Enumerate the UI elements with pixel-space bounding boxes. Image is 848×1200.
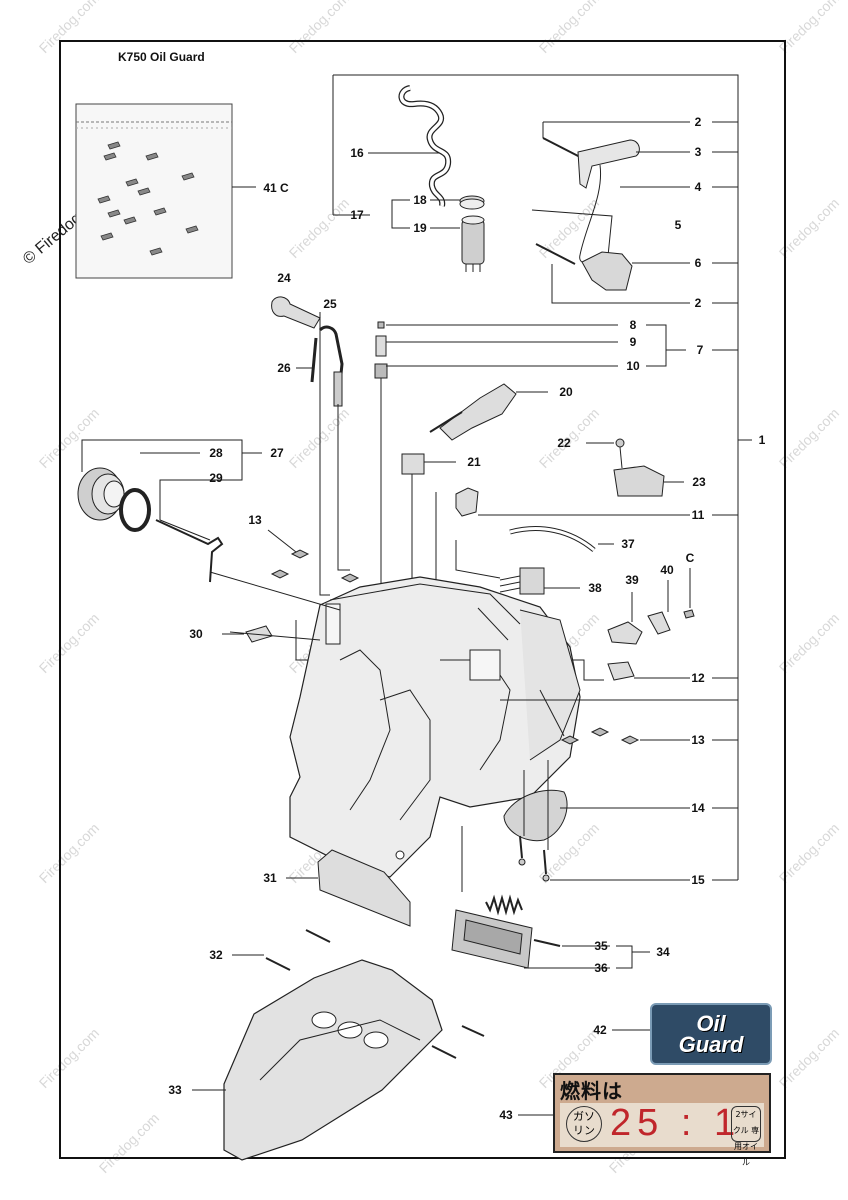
housing-part-1[interactable] xyxy=(289,576,581,878)
clip-part-12[interactable] xyxy=(607,661,635,681)
switch-part-20[interactable] xyxy=(429,383,517,441)
label-27: 27 xyxy=(270,446,284,460)
grommet-part-18[interactable] xyxy=(459,195,485,210)
label-39: 39 xyxy=(625,573,639,587)
decal-guard-text: Guard xyxy=(678,1032,744,1057)
label-38: 38 xyxy=(588,581,602,595)
oil-pump-part-28[interactable] xyxy=(77,467,125,521)
label-11: 11 xyxy=(691,508,705,522)
label-19: 19 xyxy=(413,221,427,235)
terminal-part-23[interactable] xyxy=(613,465,665,497)
label-20: 20 xyxy=(559,385,573,399)
label-10: 10 xyxy=(626,359,640,373)
label-28: 28 xyxy=(209,446,223,460)
label-40: 40 xyxy=(660,563,674,577)
label-1: 1 xyxy=(758,433,766,447)
spring-part-35[interactable] xyxy=(485,894,523,916)
fuel-decal-title: 燃料は xyxy=(560,1079,623,1103)
label-33: 33 xyxy=(168,1083,182,1097)
label-4: 4 xyxy=(694,180,702,194)
label-37: 37 xyxy=(621,537,635,551)
plug-part-8[interactable] xyxy=(377,321,385,329)
label-6: 6 xyxy=(694,256,702,270)
oil-hose-part-16[interactable] xyxy=(398,85,452,207)
oil-filter-part-19[interactable] xyxy=(461,215,485,272)
label-26: 26 xyxy=(277,361,291,375)
fuel-decal-gasoline: ガソ リン xyxy=(566,1106,602,1142)
label-c: C xyxy=(685,551,695,565)
label-12: 12 xyxy=(691,671,705,685)
fuel-decal-ratio: 25 : 1 xyxy=(610,1102,742,1144)
screw-part-32[interactable] xyxy=(265,929,485,1059)
clip-part-21[interactable] xyxy=(401,453,425,475)
bracket-part-40[interactable] xyxy=(647,611,671,635)
washer-part-13b[interactable] xyxy=(560,727,640,745)
label-5: 5 xyxy=(674,218,682,232)
label-23: 23 xyxy=(692,475,706,489)
pin-part-26[interactable] xyxy=(310,337,318,383)
label-35: 35 xyxy=(594,939,608,953)
rod-part-5[interactable] xyxy=(531,209,613,257)
label-32: 32 xyxy=(209,948,223,962)
label-2: 2 xyxy=(694,115,702,129)
label-14: 14 xyxy=(691,801,705,815)
label-2b: 2 xyxy=(694,296,702,310)
label-8: 8 xyxy=(629,318,637,332)
decal-oil-text: Oil xyxy=(696,1011,726,1036)
screw-part-22[interactable] xyxy=(615,438,625,469)
label-31: 31 xyxy=(263,871,277,885)
label-43: 43 xyxy=(499,1108,513,1122)
label-13: 13 xyxy=(248,513,262,527)
tube-part-25[interactable] xyxy=(318,325,344,407)
pin-part-2[interactable] xyxy=(542,137,583,159)
fitting-part-10[interactable] xyxy=(374,363,388,379)
label-36: 36 xyxy=(594,961,608,975)
label-16: 16 xyxy=(350,146,364,160)
trigger-part-6[interactable] xyxy=(581,251,633,291)
lever-part-3[interactable] xyxy=(577,139,640,189)
screw-bag-part-41[interactable] xyxy=(75,103,233,279)
oil-guard-decal-part-42[interactable]: Oil Guard xyxy=(650,1003,772,1065)
pad-part-14[interactable] xyxy=(503,789,568,842)
nozzle-part-29b[interactable] xyxy=(155,519,224,583)
o-ring-part-29[interactable] xyxy=(119,488,151,532)
bracket-part-39[interactable] xyxy=(607,621,643,645)
label-17: 17 xyxy=(350,208,364,222)
skid-plate-part-33[interactable] xyxy=(223,959,443,1161)
label-42: 42 xyxy=(593,1023,607,1037)
label-30: 30 xyxy=(189,627,203,641)
heater-part-36[interactable] xyxy=(451,909,533,969)
label-22: 22 xyxy=(557,436,571,450)
clip-part-11[interactable] xyxy=(455,487,479,517)
diagram-title: K750 Oil Guard xyxy=(118,50,205,64)
label-41c: 41 C xyxy=(263,181,289,195)
valve-part-9[interactable] xyxy=(375,335,387,357)
screw-part-15[interactable] xyxy=(518,835,550,882)
label-24: 24 xyxy=(277,271,291,285)
label-3: 3 xyxy=(694,145,702,159)
label-13b: 13 xyxy=(691,733,705,747)
label-25: 25 xyxy=(323,297,337,311)
plate-part-31[interactable] xyxy=(317,849,411,927)
label-9: 9 xyxy=(629,335,637,349)
label-21: 21 xyxy=(467,455,481,469)
connector-part-24[interactable] xyxy=(271,296,321,329)
connector-part-38[interactable] xyxy=(499,567,545,595)
label-34: 34 xyxy=(656,945,670,959)
screw-part-c[interactable] xyxy=(683,609,695,619)
label-15: 15 xyxy=(691,873,705,887)
diagram-frame xyxy=(59,40,786,1159)
label-18: 18 xyxy=(413,193,427,207)
fuel-decal-oil: 2サイクル 専用オイル xyxy=(731,1106,761,1167)
washer-part-13[interactable] xyxy=(270,549,360,583)
label-29: 29 xyxy=(209,471,223,485)
tube-part-37[interactable] xyxy=(509,526,596,552)
label-7: 7 xyxy=(696,343,704,357)
